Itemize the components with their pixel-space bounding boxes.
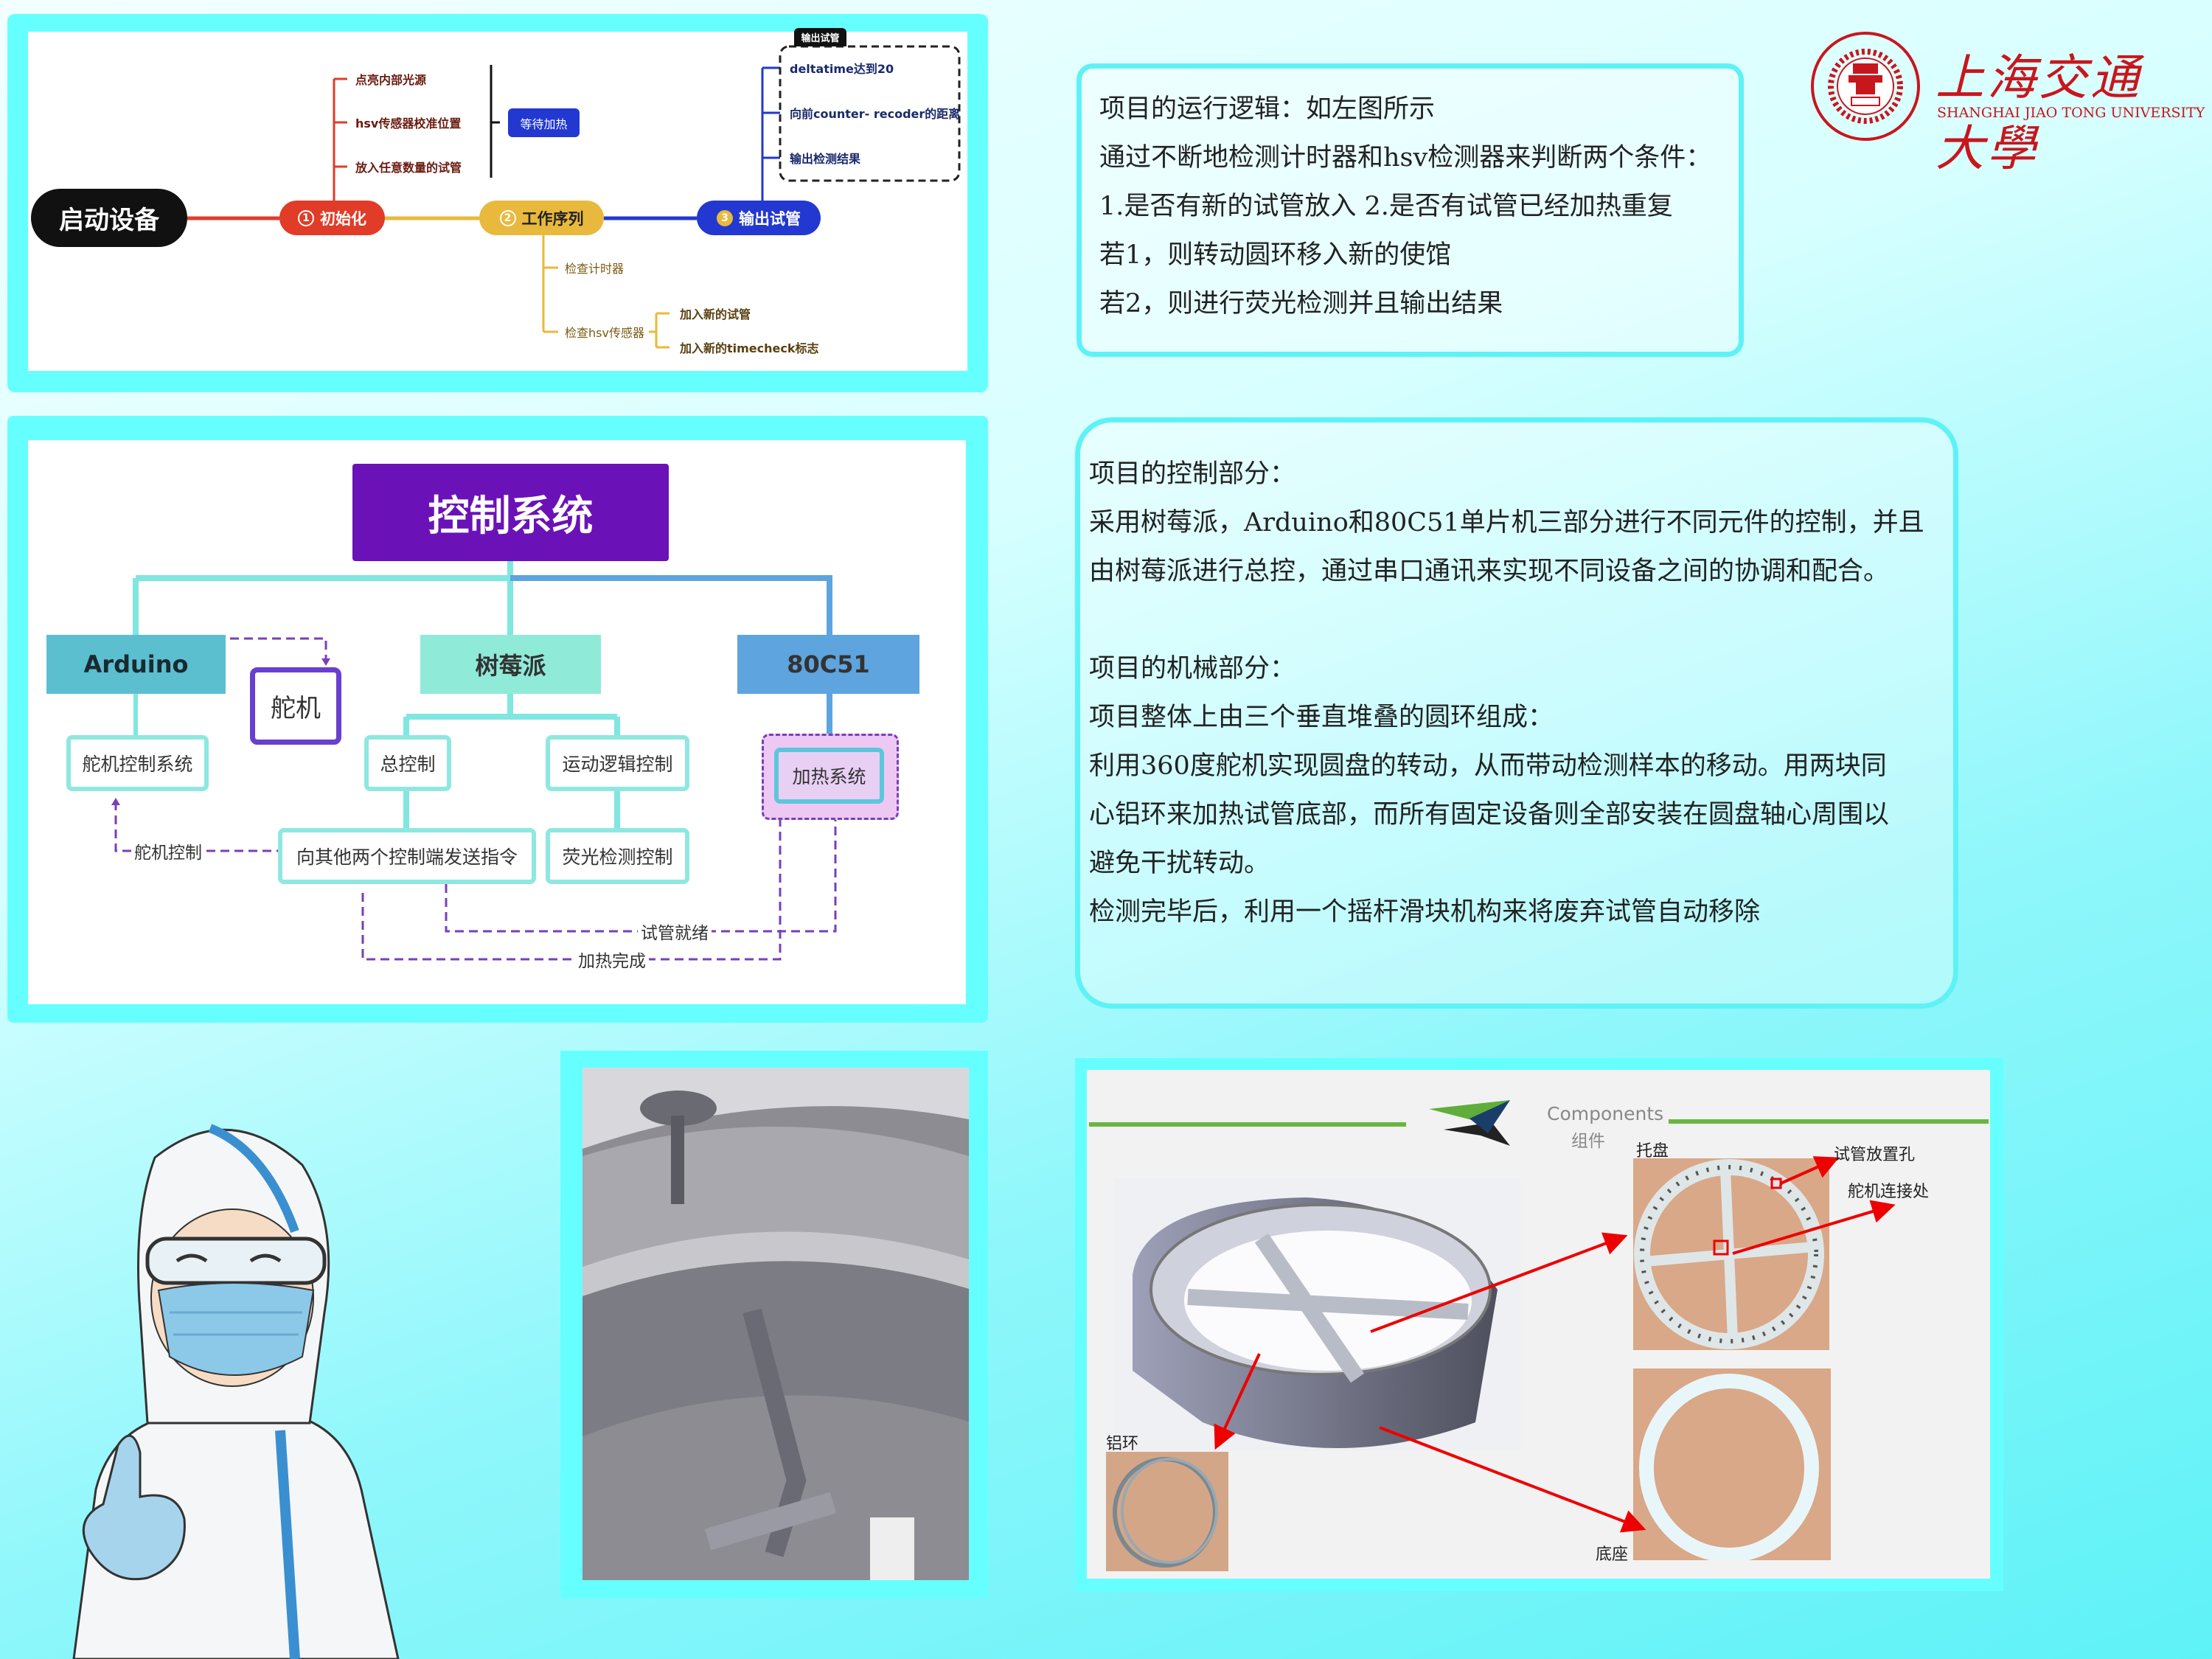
root-node[interactable]: 启动设备 (31, 189, 187, 247)
arrow-logo-icon (1429, 1100, 1510, 1146)
heating-done-label: 加热完成 (575, 947, 649, 971)
slider-crank-mechanism-image (582, 1068, 969, 1580)
protective-suit-character-illustration (72, 1124, 400, 1659)
components-title-en: Components (1547, 1103, 1664, 1124)
step2-subitem: 加入新的试管 (680, 307, 751, 321)
green-divider-right (1669, 1119, 1989, 1124)
step3-node[interactable]: 3 输出试管 (697, 201, 821, 235)
base-photo (1633, 1368, 1831, 1560)
step3-item: deltatime达到20 (790, 62, 894, 76)
text-line: 利用360度舵机实现圆盘的转动，从而带动检测样本的移动。用两块同 (1089, 751, 1887, 781)
text-line: 若2，则进行荧光检测并且输出结果 (1099, 289, 1503, 319)
components-panel (1075, 1058, 2003, 1591)
step2-item: 检查计时器 (565, 262, 625, 276)
servo-control-system-node[interactable]: 舵机控制系统 (66, 735, 209, 791)
text-line: 若1，则转动圆环移入新的使馆 (1099, 240, 1452, 270)
logo-cn-text: 上海交通大學 (1935, 49, 2142, 177)
control-system-title: 控制系统 (352, 464, 669, 561)
step2-number: 2 (499, 209, 516, 226)
step2-node[interactable]: 2 工作序列 (479, 201, 604, 235)
tray-label: 托盘 (1636, 1142, 1669, 1161)
step2-item: 检查hsv传感器 (565, 326, 644, 340)
tube-ready-label: 试管就绪 (638, 919, 712, 943)
output-tag: 输出试管 (794, 28, 846, 46)
send-command-node[interactable]: 向其他两个控制端发送指令 (278, 828, 536, 884)
text-line: 通过不断地检测计时器和hsv检测器来判断两个条件： (1099, 143, 1712, 173)
logo-en-text: SHANGHAI JIAO TONG UNIVERSITY (1937, 105, 2205, 121)
servo-node[interactable]: 舵机 (250, 667, 341, 745)
arduino-node[interactable]: Arduino (46, 635, 226, 694)
step1-item: 放入任意数量的试管 (355, 161, 462, 175)
step1-item: 点亮内部光源 (355, 73, 427, 87)
tube-hole-label: 试管放置孔 (1834, 1146, 1916, 1164)
motion-logic-node[interactable]: 运动逻辑控制 (546, 735, 689, 791)
project-description-box: 项目的控制部分： 采用树莓派，Arduino和80C51单片机三部分进行不同元件… (1075, 417, 1958, 1009)
text-line: 采用树莓派，Arduino和80C51单片机三部分进行不同元件的控制，并且 (1089, 508, 1924, 538)
university-seal-icon (1811, 32, 1920, 141)
c51-node[interactable]: 80C51 (737, 635, 919, 694)
tray-photo (1633, 1158, 1829, 1350)
text-line: 项目的运行逻辑：如左图所示 (1099, 94, 1436, 124)
green-divider-left (1089, 1122, 1406, 1127)
master-control-node[interactable]: 总控制 (364, 735, 451, 791)
base-label: 底座 (1596, 1545, 1629, 1564)
step1-number: 1 (298, 209, 314, 226)
aluminum-ring-photo (1106, 1452, 1228, 1571)
text-line: 心铝环来加热试管底部，而所有固定设备则全部安装在圆盘轴心周围以 (1089, 800, 1890, 830)
step1-item: hsv传感器校准位置 (355, 116, 462, 131)
text-line: 项目整体上由三个垂直堆叠的圆环组成： (1089, 703, 1554, 732)
text-line: 项目的机械部分： (1089, 654, 1296, 684)
text-line: 1.是否有新的试管放入 2.是否有试管已经加热重复 (1099, 192, 1673, 221)
fluorescence-control-node[interactable]: 荧光检测控制 (546, 828, 689, 884)
step3-item: 向前counter- recoder的距离 (790, 107, 961, 121)
step3-number: 3 (717, 209, 733, 226)
step1-node[interactable]: 1 初始化 (279, 201, 385, 235)
step3-label: 输出试管 (739, 209, 801, 228)
cad-assembly-image (1114, 1179, 1520, 1450)
step1-label: 初始化 (320, 209, 366, 228)
text-line: 由树莓派进行总控，通过串口通讯来实现不同设备之间的协调和配合。 (1089, 557, 1890, 586)
control-system-panel (7, 416, 988, 1023)
servo-joint-label: 舵机连接处 (1848, 1183, 1930, 1201)
text-line: 避免干扰转动。 (1089, 849, 1270, 878)
logic-description-box: 项目的运行逻辑：如左图所示 通过不断地检测计时器和hsv检测器来判断两个条件： … (1077, 63, 1744, 357)
step2-label: 工作序列 (521, 209, 584, 228)
servo-control-label: 舵机控制 (131, 839, 205, 863)
raspberry-pi-node[interactable]: 树莓派 (420, 635, 601, 694)
aluminum-ring-label: 铝环 (1106, 1435, 1139, 1453)
wait-heating-node[interactable]: 等待加热 (508, 108, 580, 137)
step3-item: 输出检测结果 (790, 152, 861, 166)
heating-system-node[interactable]: 加热系统 (774, 748, 884, 804)
components-title-cn: 组件 (1571, 1132, 1605, 1151)
text-line: 检测完毕后，利用一个摇杆滑块机构来将废弃试管自动移除 (1089, 897, 1761, 927)
step2-subitem: 加入新的timecheck标志 (680, 341, 819, 355)
mechanism-photo-panel (560, 1051, 988, 1599)
text-line: 项目的控制部分： (1089, 459, 1296, 489)
mindmap-connectors (187, 45, 961, 349)
sjtu-logo: 上海交通大學 SHANGHAI JIAO TONG UNIVERSITY (1810, 31, 2205, 177)
